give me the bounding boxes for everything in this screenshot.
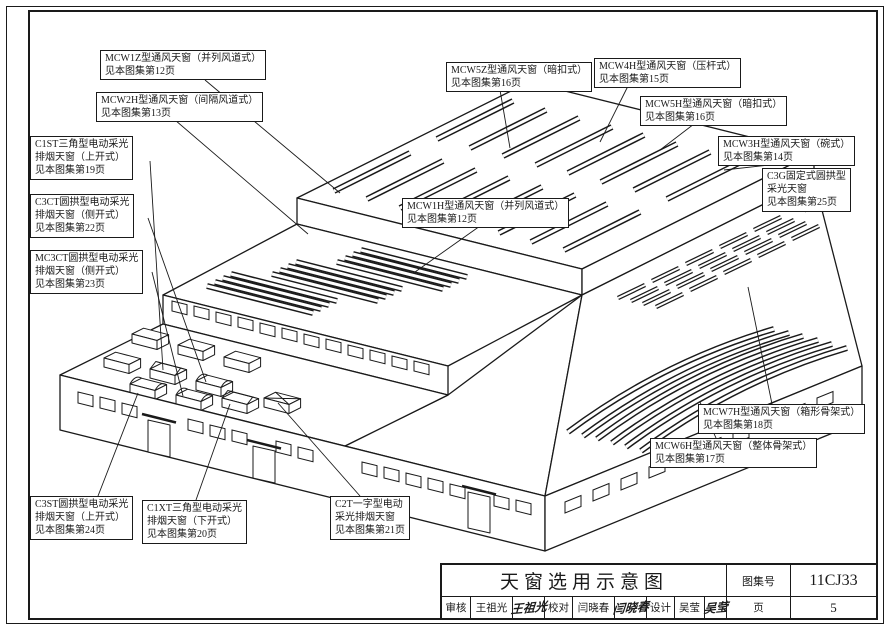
entrance-doors [141,412,497,534]
callout-c2t: C2T一字型电动 采光排烟天窗 见本图集第21页 [330,496,410,540]
callout-line: 见本图集第20页 [147,529,217,541]
atlas-no-value: 11CJ33 [790,565,876,596]
callout-mcw5z: MCW5Z型通风天窗（暗扣式） 见本图集第16页 [446,62,593,93]
callout-line: 见本图集第15页 [599,74,669,86]
callout-mcw3h: MCW3H型通风天窗（碗式） 见本图集第14页 [718,136,856,167]
proofreader-signature: 闫晓春 [612,597,649,618]
callout-line: MCW3H型通风天窗（碗式） [723,139,851,150]
callout-line: 见本图集第22页 [35,223,105,235]
callout-c1st: C1ST三角型电动采光 排烟天窗（上开式） 见本图集第19页 [30,136,134,180]
callout-line: MCW1H型通风天窗（并列风道式） [407,201,565,212]
callout-mcw7h: MCW7H型通风天窗（箱形骨架式） 见本图集第18页 [698,404,866,435]
callout-line: 排烟天窗（下开式） [147,516,237,528]
callout-line: MCW2H型通风天窗（间隔风道式） [101,95,259,106]
callout-line: C1ST三角型电动采光 [35,139,129,150]
callout-line: 见本图集第13页 [101,108,171,120]
callout-line: 排烟天窗（上开式） [35,152,125,164]
callout-c3st: C3ST圆拱型电动采光 排烟天窗（上开式） 见本图集第24页 [30,496,134,540]
callout-line: 见本图集第14页 [723,152,793,164]
callout-line: C3CT圆拱型电动采光 [35,197,130,208]
callout-line: 见本图集第16页 [645,112,715,124]
designer-name: 吴莹 [674,597,704,618]
atlas-no-label: 图集号 [726,565,790,596]
title-block: 天窗选用示意图 图集号 11CJ33 审核 王祖光 王祖光 校对 闫晓春 闫晓春… [440,563,878,620]
proofreader-name: 闫晓春 [572,597,614,618]
callout-mc3ct: MC3CT圆拱型电动采光 排烟天窗（侧开式） 见本图集第23页 [30,250,144,294]
callout-line: 排烟天窗（侧开式） [35,210,125,222]
callout-line: 采光排烟天窗 [335,512,395,524]
callout-line: 见本图集第23页 [35,279,105,291]
review-label: 审核 [445,603,467,614]
callout-line: 排烟天窗（侧开式） [35,266,125,278]
callout-line: 见本图集第12页 [105,66,175,78]
callout-line: MC3CT圆拱型电动采光 [35,253,139,264]
callout-line: 排烟天窗（上开式） [35,512,125,524]
callout-line: MCW4H型通风天窗（压杆式） [599,61,737,72]
callout-line: 见本图集第19页 [35,165,105,177]
callout-line: MCW7H型通风天窗（箱形骨架式） [703,407,861,418]
callout-line: C1XT三角型电动采光 [147,503,242,514]
callout-line: C3G固定式圆拱型 [767,171,846,182]
page-label: 页 [726,597,790,618]
callout-line: 见本图集第18页 [703,420,773,432]
callout-line: 见本图集第24页 [35,525,105,537]
callout-mcw2h: MCW2H型通风天窗（间隔风道式） 见本图集第13页 [96,92,264,123]
callout-line: 见本图集第16页 [451,78,521,90]
sheet-outer-border [6,6,884,624]
reviewer-signature: 王祖光 [510,597,547,618]
callout-mcw4h: MCW4H型通风天窗（压杆式） 见本图集第15页 [594,58,742,89]
callout-line: 见本图集第25页 [767,197,837,209]
callout-line: MCW1Z型通风天窗（并列风道式） [105,53,262,64]
callout-line: C2T一字型电动 [335,499,403,510]
callout-mcw1z: MCW1Z型通风天窗（并列风道式） 见本图集第12页 [100,50,267,81]
callout-mcw6h: MCW6H型通风天窗（整体骨架式） 见本图集第17页 [650,438,818,469]
callout-line: 见本图集第21页 [335,525,405,537]
sheet-title: 天窗选用示意图 [499,572,668,593]
callout-c1xt: C1XT三角型电动采光 排烟天窗（下开式） 见本图集第20页 [142,500,247,544]
callout-line: 采光天窗 [767,184,807,196]
reviewer-name: 王祖光 [470,597,512,618]
callout-line: MCW6H型通风天窗（整体骨架式） [655,441,813,452]
leader-lines [97,79,807,501]
callout-line: C3ST圆拱型电动采光 [35,499,129,510]
proof-label: 校对 [544,597,572,618]
page-number: 5 [790,597,876,618]
callout-line: MCW5H型通风天窗（暗扣式） [645,99,783,110]
front-wall [59,374,546,552]
callout-line: 见本图集第17页 [655,454,725,466]
design-label: 设计 [646,597,674,618]
callout-c3g: C3G固定式圆拱型 采光天窗 见本图集第25页 [762,168,851,212]
callout-mcw1h: MCW1H型通风天窗（并列风道式） 见本图集第12页 [402,198,570,229]
designer-signature: 吴莹 [703,597,728,618]
callout-mcw5h: MCW5H型通风天窗（暗扣式） 见本图集第16页 [640,96,788,127]
callout-line: 见本图集第12页 [407,214,477,226]
callout-c3ct: C3CT圆拱型电动采光 排烟天窗（侧开式） 见本图集第22页 [30,194,135,238]
callout-line: MCW5Z型通风天窗（暗扣式） [451,65,588,76]
